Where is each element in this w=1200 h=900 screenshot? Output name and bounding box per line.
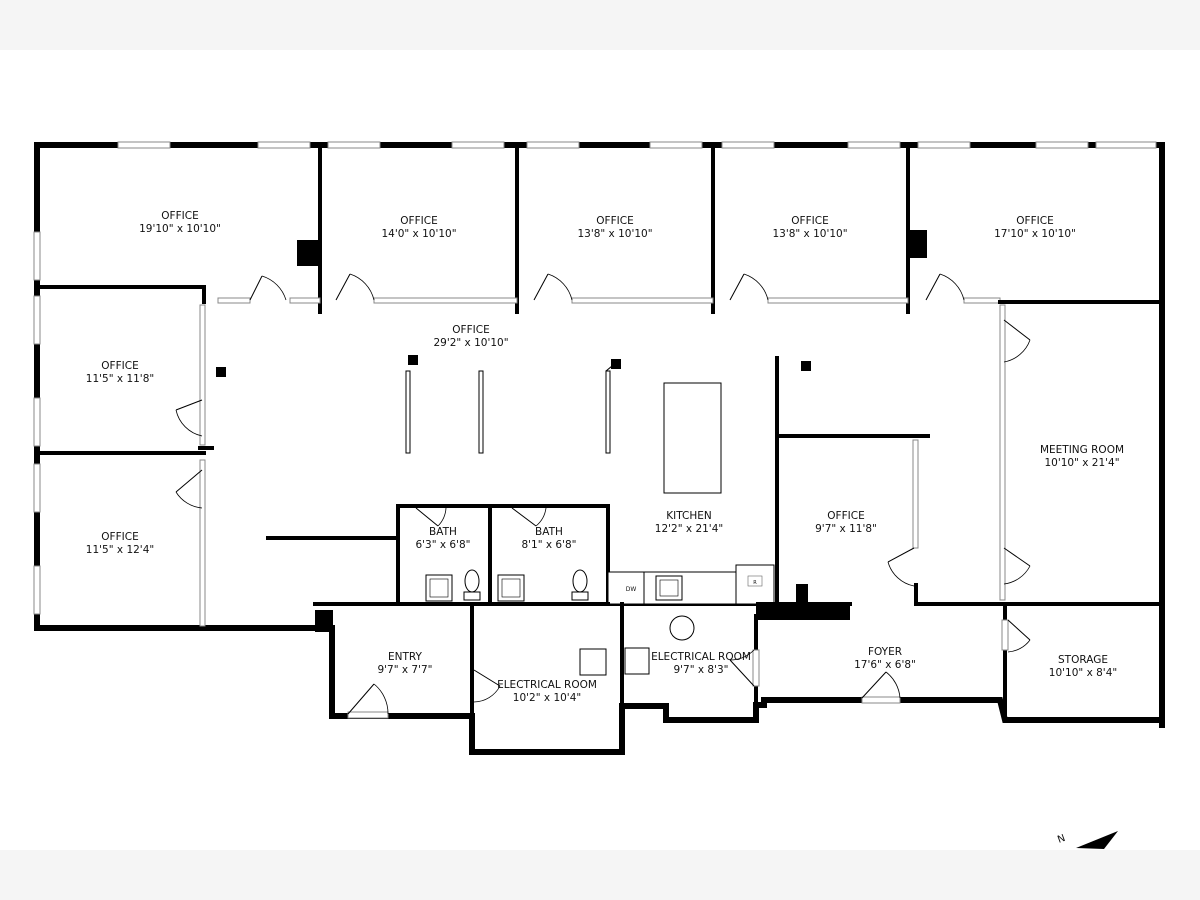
room-name-office-4: OFFICE	[791, 215, 828, 227]
floor-plan: OFFICE 19'10" x 10'10" OFFICE 14'0" x 10…	[0, 50, 1200, 850]
top-windows	[117, 141, 1157, 149]
room-name-office-west-upper: OFFICE	[101, 360, 138, 372]
room-name-foyer: FOYER	[868, 646, 902, 658]
room-dims-office-3: 13'8" x 10'10"	[577, 228, 652, 240]
floor-plan-drawing: OFFICE 19'10" x 10'10" OFFICE 14'0" x 10…	[33, 141, 1165, 849]
room-name-office-west-lower: OFFICE	[101, 531, 138, 543]
room-dims-office-1: 19'10" x 10'10"	[139, 223, 221, 235]
range-label: R	[753, 580, 757, 586]
room-labels: OFFICE 19'10" x 10'10" OFFICE 14'0" x 10…	[86, 210, 1124, 704]
left-windows	[33, 231, 41, 615]
room-name-office-1: OFFICE	[161, 210, 198, 222]
room-name-electrical-1: ELECTRICAL ROOM	[497, 679, 597, 691]
room-name-bath-1: BATH	[429, 526, 457, 538]
room-dims-office-west-lower: 11'5" x 12'4"	[86, 544, 154, 556]
room-name-entry: ENTRY	[388, 651, 423, 663]
north-arrow-icon: N	[1056, 831, 1118, 849]
room-dims-electrical-2: 9'7" x 8'3"	[673, 664, 728, 676]
room-dims-office-center: 9'7" x 11'8"	[815, 523, 877, 535]
room-name-office-2: OFFICE	[400, 215, 437, 227]
dishwasher-label: DW	[626, 586, 637, 593]
room-dims-office-4: 13'8" x 10'10"	[772, 228, 847, 240]
interior-walls	[35, 143, 1164, 722]
room-name-bath-2: BATH	[535, 526, 563, 538]
room-name-kitchen: KITCHEN	[666, 510, 712, 522]
room-dims-office-open: 29'2" x 10'10"	[433, 337, 508, 349]
room-dims-electrical-1: 10'2" x 10'4"	[513, 692, 581, 704]
room-name-storage: STORAGE	[1058, 654, 1108, 666]
room-name-electrical-2: ELECTRICAL ROOM	[651, 651, 751, 663]
north-label: N	[1056, 833, 1067, 846]
room-name-office-3: OFFICE	[596, 215, 633, 227]
room-name-meeting-room: MEETING ROOM	[1040, 444, 1124, 456]
room-dims-office-west-upper: 11'5" x 11'8"	[86, 373, 154, 385]
bath-fixtures	[425, 569, 683, 602]
room-dims-storage: 10'10" x 8'4"	[1049, 667, 1117, 679]
room-dims-office-2: 14'0" x 10'10"	[381, 228, 456, 240]
room-dims-bath-2: 8'1" x 6'8"	[521, 539, 576, 551]
room-name-office-5: OFFICE	[1016, 215, 1053, 227]
room-dims-meeting-room: 10'10" x 21'4"	[1044, 457, 1119, 469]
room-name-office-center: OFFICE	[827, 510, 864, 522]
room-dims-entry: 9'7" x 7'7"	[377, 664, 432, 676]
room-dims-kitchen: 12'2" x 21'4"	[655, 523, 723, 535]
room-name-office-open: OFFICE	[452, 324, 489, 336]
room-dims-foyer: 17'6" x 6'8"	[854, 659, 916, 671]
room-dims-office-5: 17'10" x 10'10"	[994, 228, 1076, 240]
doors	[175, 273, 1031, 715]
room-dims-bath-1: 6'3" x 6'8"	[415, 539, 470, 551]
